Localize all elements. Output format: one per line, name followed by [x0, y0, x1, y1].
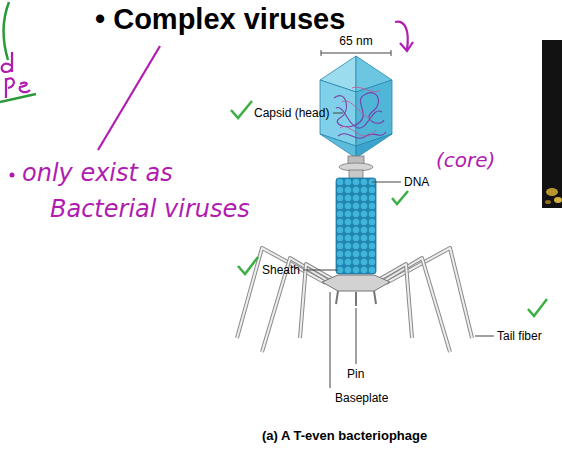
leader-line: [372, 182, 401, 183]
slide-title: • Complex viruses: [95, 2, 345, 37]
text-holder: Pin: [347, 367, 364, 381]
check-mark: [231, 101, 252, 118]
part-label: Baseplate: [335, 391, 388, 405]
handwritten-note: (core): [436, 148, 495, 172]
dimension-line: [321, 50, 391, 56]
text-holder: (a) A T-even bacteriophage: [262, 428, 427, 444]
dimension-label: 65 nm: [339, 34, 372, 48]
capsid-face: [356, 134, 392, 158]
drawing-part: [386, 248, 472, 338]
part-label: Sheath: [262, 263, 300, 277]
text-holder: DNA: [404, 175, 429, 189]
leader-line: [303, 270, 338, 271]
drawing-part: [386, 248, 472, 338]
part-label: DNA: [404, 175, 429, 189]
micrograph: [542, 40, 562, 208]
text-holder: (core): [436, 148, 495, 172]
leader-line: [330, 292, 331, 388]
leader-line: [475, 336, 494, 337]
part-label: Pin: [347, 367, 364, 381]
text-holder: • Complex viruses: [95, 2, 345, 37]
annotation-line: [98, 46, 160, 150]
baseplate: [322, 275, 390, 291]
check-mark: [528, 299, 547, 316]
part-label: Tail fiber: [497, 329, 542, 343]
green-scribble: [4, 2, 9, 60]
purple-scribble: [2, 52, 12, 72]
part-label: Capsid (head): [254, 106, 329, 120]
micrograph-detail: [545, 200, 551, 204]
leader-line: [333, 113, 343, 114]
micrograph-detail: [554, 197, 562, 203]
green-scribble: [0, 94, 36, 102]
text-holder: Baseplate: [335, 391, 388, 405]
sheath: [336, 178, 376, 274]
text-holder: Capsid (head): [254, 106, 329, 120]
figure-caption: (a) A T-even bacteriophage: [262, 428, 427, 444]
pins: [336, 291, 376, 306]
leader-line: [356, 308, 357, 364]
micrograph-detail: [546, 188, 558, 196]
handwritten-note: only exist as Bacterial viruses: [22, 155, 265, 227]
dna-strand: [334, 93, 386, 139]
text-holder: only exist as Bacterial viruses: [22, 155, 265, 227]
text-holder: Sheath: [262, 263, 300, 277]
text-holder: 65 nm: [339, 34, 372, 48]
annotation-arrowhead: [400, 42, 413, 51]
check-mark: [238, 257, 258, 274]
capsid-face: [320, 134, 356, 158]
tail-fibers: [237, 248, 472, 352]
check-mark: [392, 191, 408, 204]
text-holder: Tail fiber: [497, 329, 542, 343]
dna-strand: [340, 87, 380, 136]
annotation-dot: [10, 173, 15, 178]
